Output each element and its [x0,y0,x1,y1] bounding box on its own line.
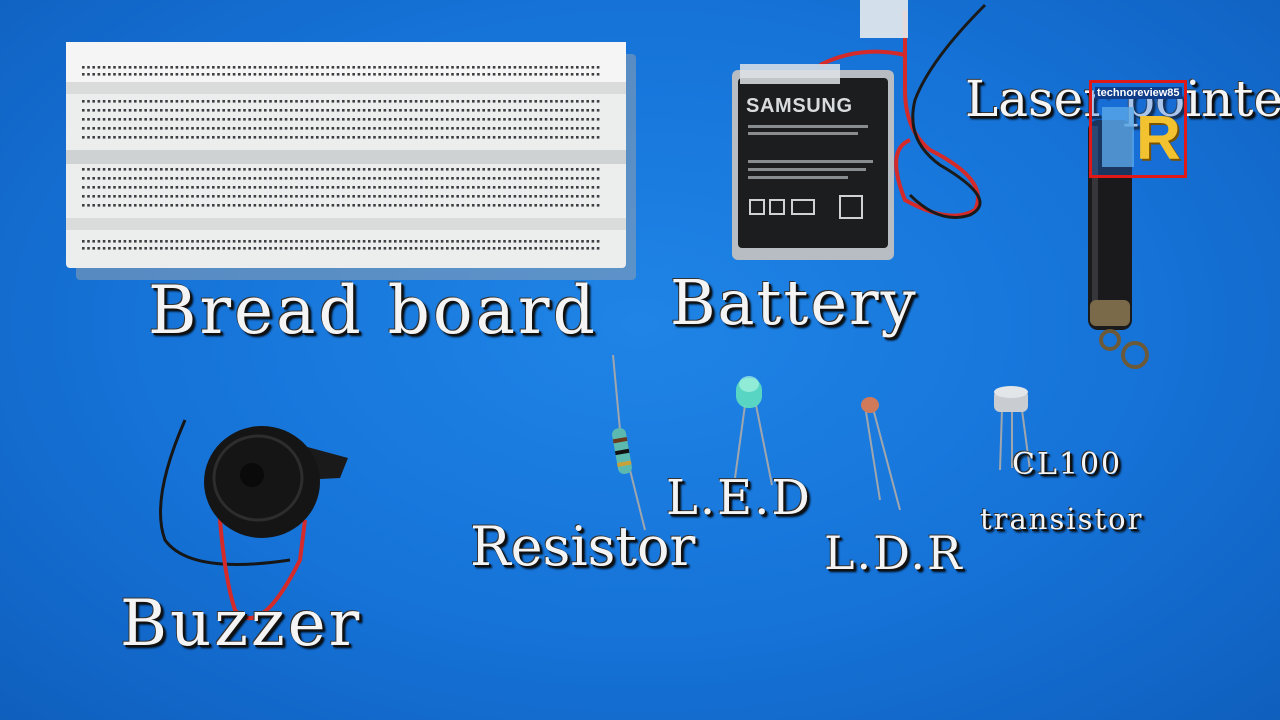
watermark-text: technoreview85 [1095,87,1182,99]
laser-pointer [1088,120,1149,369]
channel-watermark: technoreview85 R [1089,80,1187,178]
led [734,376,773,486]
transistor [994,386,1031,471]
watermark-logo: R [1136,104,1181,173]
breadboard [66,42,636,280]
ldr [861,397,901,511]
resistor-label: Resistor [470,515,696,578]
battery-label: Battery [670,266,918,339]
cl100-label: CL100 [1012,447,1123,482]
transistor-label: transistor [980,502,1144,536]
resistor [612,354,646,531]
watermark-graphic [1102,107,1134,167]
breadboard-label: Bread board [148,272,598,349]
buzzer-label: Buzzer [120,587,363,661]
led-label: L.E.D [666,470,812,526]
battery-brand: SAMSUNG [746,95,852,117]
battery: SAMSUNG [732,0,987,260]
buzzer [159,419,348,621]
ldr-label: L.D.R [824,526,964,580]
